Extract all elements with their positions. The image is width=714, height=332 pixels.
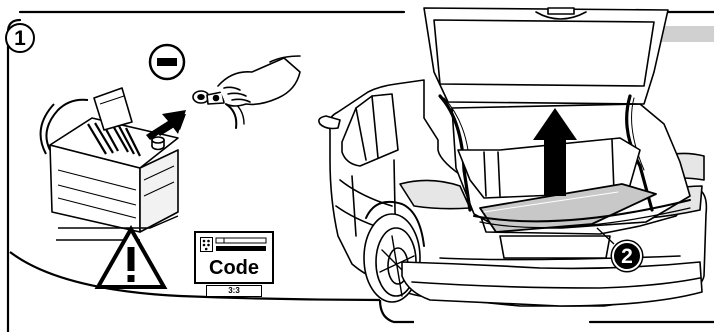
negative-terminal-icon [150,45,184,79]
warning-triangle-icon [98,229,164,287]
step-1-badge: 1 [5,23,35,53]
right-panel-sweep [380,300,414,322]
keypad-icon [200,237,268,253]
code-label: Code [198,257,270,279]
car-illustration [319,8,707,306]
code-card-icon: Code [194,231,274,284]
step-2-badge: 2 [612,241,642,271]
battery-icon [41,88,178,232]
hand-with-terminal [193,56,300,128]
code-reference: 3:3 [206,285,262,297]
